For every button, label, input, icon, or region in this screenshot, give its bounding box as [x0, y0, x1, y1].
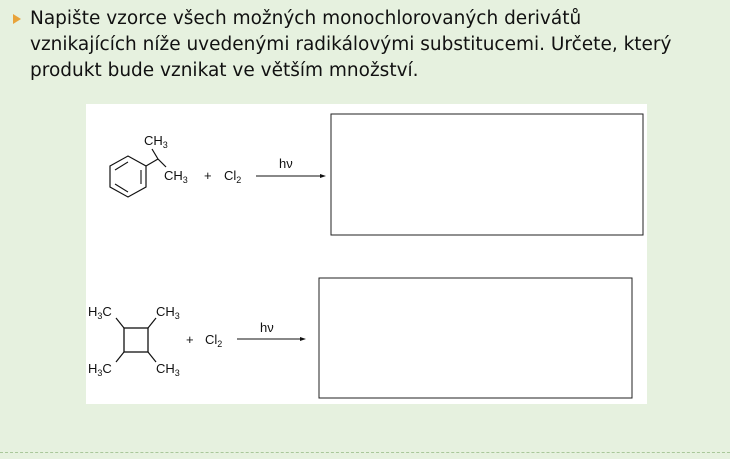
- methyl-bottom-right-label: CH3: [156, 361, 180, 378]
- bond: [151, 148, 159, 160]
- answer-box-1[interactable]: [330, 113, 644, 236]
- methyl-top-left-label: H3C: [88, 304, 112, 321]
- plus-sign: +: [204, 168, 212, 183]
- reaction-panel: CH3 CH3 + Cl2 hν H3C CH3 H3C: [86, 104, 647, 404]
- bond: [115, 351, 125, 363]
- bond: [147, 351, 157, 363]
- methyl-side-label: CH3: [164, 168, 188, 185]
- cyclobutane-ring: [123, 327, 149, 353]
- footer-divider: [0, 452, 730, 453]
- instruction-bullet: Napište vzorce všech možných monochlorov…: [8, 6, 720, 84]
- benzene-ring: [109, 155, 147, 198]
- plus-sign: +: [186, 332, 194, 347]
- arrow-head: [300, 337, 306, 341]
- methyl-bottom-left-label: H3C: [88, 361, 112, 378]
- reaction-schemes: CH3 CH3 + Cl2 hν H3C CH3 H3C: [88, 113, 644, 399]
- methyl-top-label: CH3: [144, 133, 168, 150]
- chlorine-label: Cl2: [205, 332, 222, 349]
- bond: [115, 317, 125, 329]
- reaction-1: CH3 CH3 + Cl2 hν: [109, 113, 644, 236]
- arrow-head: [320, 174, 326, 178]
- bond: [157, 158, 167, 168]
- methyl-top-right-label: CH3: [156, 304, 180, 321]
- chlorine-label: Cl2: [224, 168, 241, 185]
- answer-box-2[interactable]: [318, 277, 633, 399]
- reaction-2: H3C CH3 H3C CH3 + Cl2 hν: [88, 277, 633, 399]
- double-bond: [114, 183, 129, 193]
- condition-label: hν: [260, 320, 274, 335]
- triangle-right-icon: [13, 14, 21, 24]
- instruction-text: Napište vzorce všech možných monochlorov…: [30, 8, 672, 81]
- bond: [145, 158, 159, 167]
- bond: [147, 317, 157, 329]
- double-bond: [114, 161, 129, 171]
- condition-label: hν: [279, 156, 293, 171]
